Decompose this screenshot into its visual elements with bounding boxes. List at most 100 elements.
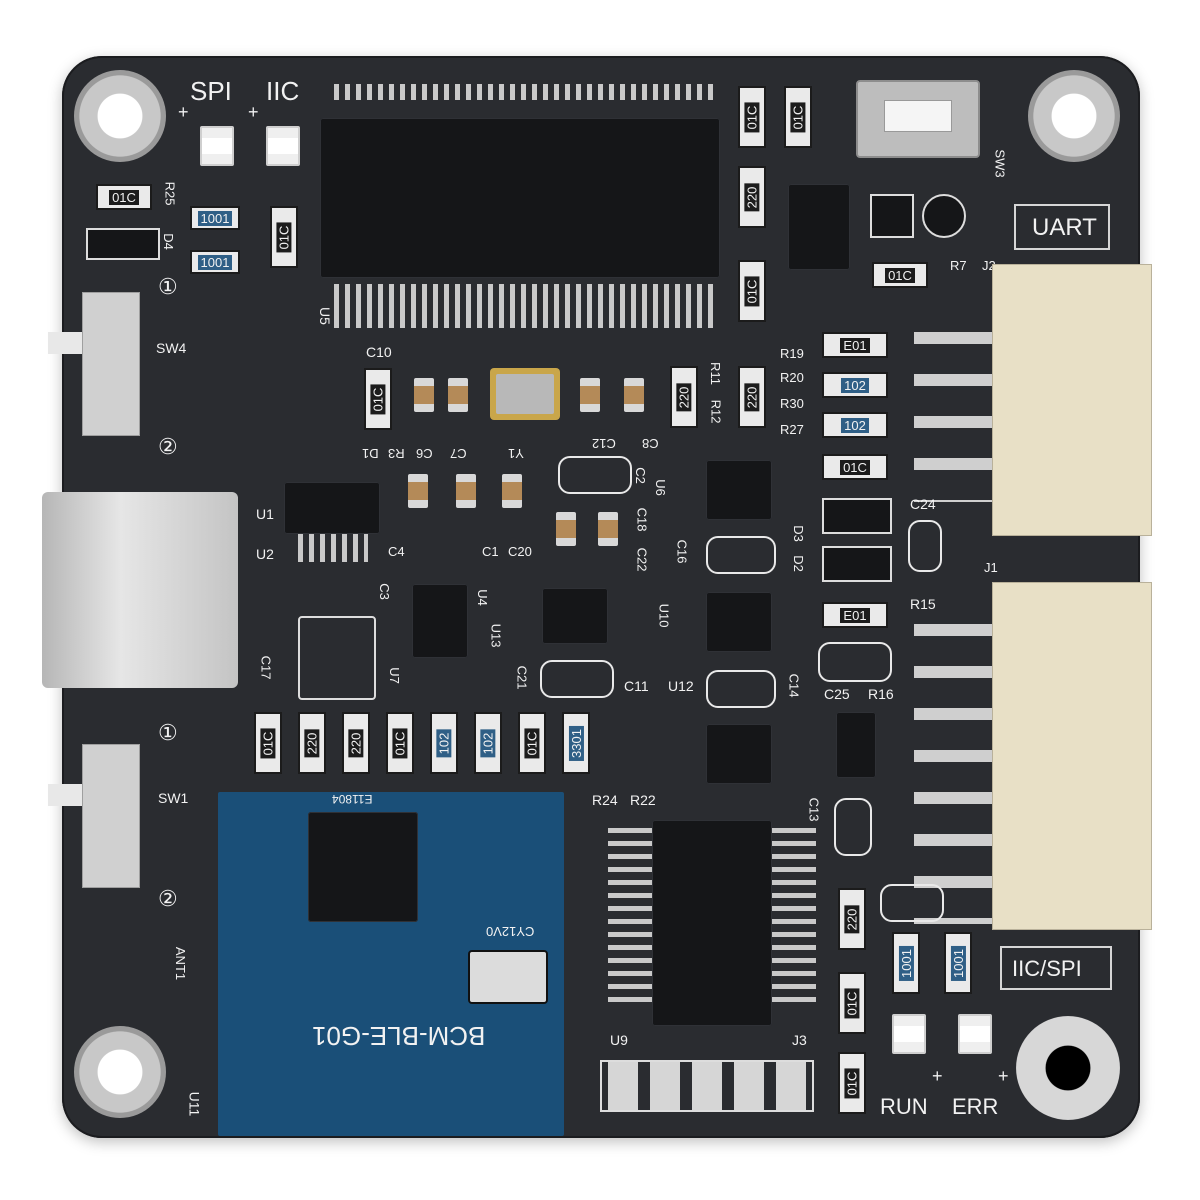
ref-r12: R12 bbox=[708, 399, 724, 424]
connector-j3[interactable] bbox=[600, 1060, 814, 1112]
resistor-r25: 01C bbox=[96, 184, 152, 210]
chip-u5 bbox=[320, 118, 720, 278]
resistor-01c-top-right-c: 01C bbox=[784, 86, 812, 148]
ref-u11: U11 bbox=[186, 1091, 203, 1117]
resistor-01c-top-right-b: 01C bbox=[738, 260, 766, 322]
capacitor-c16 bbox=[706, 536, 776, 574]
label-err: ERR bbox=[952, 1094, 999, 1119]
jumper-pad-square bbox=[870, 194, 914, 238]
ref-c18: C18 bbox=[634, 507, 650, 532]
label-uart: UART bbox=[1032, 214, 1097, 241]
chip-u6 bbox=[706, 460, 772, 520]
resistor-220-r12: 220 bbox=[670, 366, 698, 428]
resistor-102-r30: 102 bbox=[822, 412, 888, 438]
capacitor-c22 bbox=[598, 512, 618, 546]
mounting-hole-bottom-left bbox=[74, 1026, 166, 1118]
ble-module-chip-marking: E11804 bbox=[332, 792, 373, 806]
run-led bbox=[892, 1014, 926, 1054]
capacitor-c14 bbox=[706, 670, 776, 708]
label-sw4-one: ① bbox=[158, 274, 178, 299]
ref-r15: R15 bbox=[910, 596, 936, 612]
ref-c17: C17 bbox=[258, 655, 274, 680]
slide-switch-sw4[interactable] bbox=[82, 292, 140, 436]
ref-r16: R16 bbox=[868, 686, 894, 702]
crystal-y1 bbox=[490, 368, 560, 420]
ref-u12: U12 bbox=[668, 678, 694, 694]
resistor-01c-bottom-b: 01C bbox=[838, 1052, 866, 1114]
connector-j2-uart[interactable] bbox=[992, 264, 1152, 536]
label-uart-box bbox=[1014, 204, 1110, 250]
usb-c-port[interactable] bbox=[42, 492, 238, 688]
ref-r11: R11 bbox=[707, 362, 723, 385]
sw4-knob bbox=[48, 332, 82, 354]
resistor-01c-top-right-a: 01C bbox=[738, 86, 766, 148]
j2-pins bbox=[914, 332, 1000, 502]
resistor-220-bottom: 220 bbox=[838, 888, 866, 950]
ref-ant1: ANT1 bbox=[173, 946, 189, 981]
resistor-row-7: 01C bbox=[518, 712, 546, 774]
diode-d4 bbox=[86, 228, 160, 260]
label-sw4-two: ② bbox=[158, 434, 178, 459]
ref-u13: U13 bbox=[488, 623, 504, 648]
ref-u7: U7 bbox=[386, 667, 402, 684]
u5-pins-bottom bbox=[334, 284, 714, 328]
capacitor-bottom-right bbox=[880, 884, 944, 922]
resistor-01c-r27: 01C bbox=[822, 454, 888, 480]
resistor-array bbox=[836, 712, 876, 778]
capacitor-c13 bbox=[834, 798, 872, 856]
pcb-board: SPI IIC + + 01C R25 1001 1001 D4 01C U5 … bbox=[42, 56, 1152, 1138]
label-plus-err: + bbox=[998, 1066, 1009, 1086]
chip-u13 bbox=[542, 588, 608, 644]
ref-c14: C14 bbox=[786, 673, 802, 698]
chip-u7 bbox=[298, 616, 376, 700]
resistor-e01-mid: E01 bbox=[822, 602, 888, 628]
ref-j3: J3 bbox=[792, 1032, 807, 1048]
chip-u9 bbox=[652, 820, 772, 1026]
resistor-row-4: 01C bbox=[386, 712, 414, 774]
ref-c6: C6 bbox=[416, 446, 433, 461]
ref-c24: C24 bbox=[910, 496, 936, 512]
ref-d3: D3 bbox=[790, 525, 806, 542]
label-iic-spi: IIC/SPI bbox=[1012, 956, 1082, 981]
ref-r19: R19 bbox=[780, 346, 804, 361]
button-sw3[interactable] bbox=[856, 80, 980, 158]
label-plus-run: + bbox=[932, 1066, 943, 1086]
capacitor-c12 bbox=[580, 378, 600, 412]
ref-c11: C11 bbox=[624, 678, 649, 694]
ref-u4: U4 bbox=[474, 589, 490, 606]
label-iic-spi-box bbox=[1000, 946, 1112, 990]
ref-d2: D2 bbox=[790, 555, 806, 572]
slide-switch-sw1[interactable] bbox=[82, 744, 140, 888]
ref-c1: C1 bbox=[482, 544, 499, 559]
ref-c13: C13 bbox=[806, 797, 822, 822]
spi-led bbox=[200, 126, 234, 166]
ref-c21: C21 bbox=[514, 665, 530, 690]
resistor-102-r20: 102 bbox=[822, 372, 888, 398]
ref-sw4: SW4 bbox=[156, 340, 187, 356]
ble-module-chip bbox=[308, 812, 418, 922]
capacitor-c20 bbox=[502, 474, 522, 508]
ref-u5: U5 bbox=[316, 307, 333, 325]
ref-c20: C20 bbox=[508, 544, 532, 559]
chip-u12 bbox=[706, 724, 772, 784]
ble-module-name: BCM-BLE-G01 bbox=[312, 1021, 486, 1051]
capacitor-c11 bbox=[540, 660, 614, 698]
capacitor-c8 bbox=[624, 378, 644, 412]
ref-sw1: SW1 bbox=[158, 790, 189, 806]
label-spi: SPI bbox=[190, 76, 232, 106]
label-iic: IIC bbox=[266, 76, 300, 106]
jumper-pad-round bbox=[922, 194, 966, 238]
connector-j1-iic-spi[interactable] bbox=[992, 582, 1152, 930]
ref-c2: C2 bbox=[632, 467, 648, 484]
ref-u6: U6 bbox=[652, 479, 668, 496]
ref-c8: C8 bbox=[642, 436, 659, 451]
ref-d4: D4 bbox=[160, 233, 176, 250]
ref-y1: Y1 bbox=[508, 446, 524, 461]
ref-d1: D1 bbox=[362, 446, 379, 461]
ref-c25: C25 bbox=[824, 686, 850, 702]
err-led bbox=[958, 1014, 992, 1054]
resistor-220-top-right: 220 bbox=[738, 166, 766, 228]
ref-r24: R24 bbox=[592, 792, 618, 808]
ref-r22: R22 bbox=[630, 792, 656, 808]
capacitor-c6 bbox=[414, 378, 434, 412]
